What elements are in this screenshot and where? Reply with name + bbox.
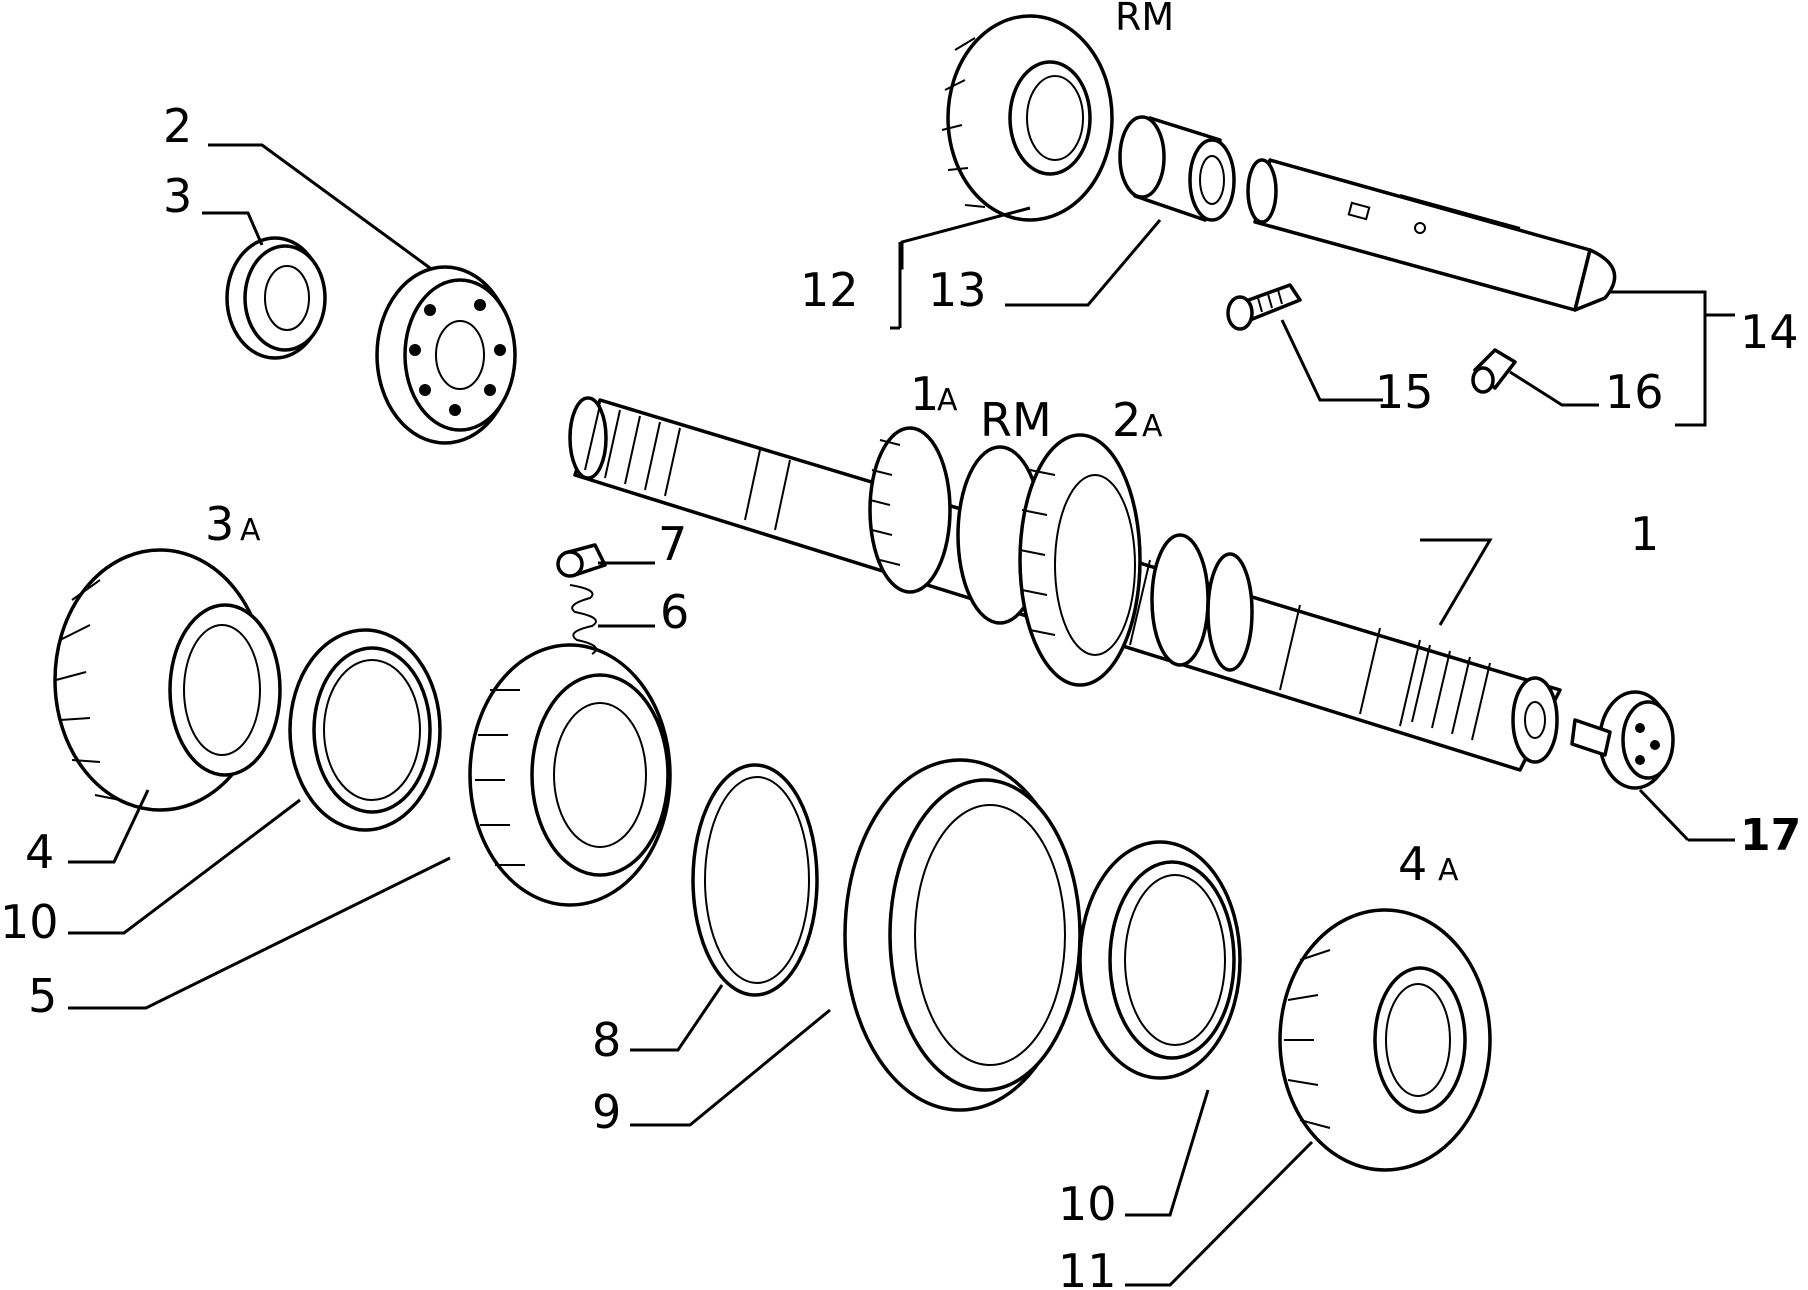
label-15: 15 <box>1375 365 1434 419</box>
bushing <box>1118 115 1236 222</box>
marker-rm-mid: RM <box>980 393 1052 447</box>
part-labels: 2 3 4 10 5 7 6 8 9 10 11 1 12 13 14 15 1… <box>0 99 1801 1290</box>
label-2: 2 <box>163 99 192 153</box>
seal-ring <box>225 236 327 360</box>
fourth-gear <box>1278 908 1492 1172</box>
label-11: 11 <box>1058 1244 1117 1290</box>
end-nut <box>1570 690 1675 790</box>
label-7: 7 <box>658 517 687 571</box>
marker-third-sub: A <box>240 513 261 548</box>
screw <box>1226 283 1302 331</box>
label-4: 4 <box>25 825 54 879</box>
synchro-ring-left <box>288 628 442 832</box>
label-9: 9 <box>592 1085 621 1139</box>
label-13: 13 <box>928 263 987 317</box>
marker-second-num: 2 <box>1112 393 1141 447</box>
label-1: 1 <box>1630 507 1659 561</box>
third-gear <box>53 548 282 812</box>
gear-markers: RM 1 A RM 2 A 3 A 4 A <box>205 0 1459 891</box>
label-10-left: 10 <box>0 895 59 949</box>
marker-fourth-sub: A <box>1438 853 1459 888</box>
synchro-ring-right <box>1078 840 1242 1080</box>
label-10-right: 10 <box>1058 1177 1117 1231</box>
label-6: 6 <box>660 585 689 639</box>
label-12: 12 <box>800 263 859 317</box>
label-16: 16 <box>1605 365 1664 419</box>
detent-spring <box>569 584 597 655</box>
leader-lines <box>68 143 1735 1287</box>
label-3: 3 <box>163 169 192 223</box>
marker-third-num: 3 <box>205 497 234 551</box>
detent-plunger <box>556 543 607 578</box>
label-17: 17 <box>1740 810 1801 861</box>
label-5: 5 <box>28 969 57 1023</box>
idler-shaft <box>1246 158 1617 312</box>
synchro-hub <box>468 643 672 907</box>
marker-first-sub: A <box>937 383 958 418</box>
main-shaft <box>568 396 1562 772</box>
label-14: 14 <box>1740 305 1799 359</box>
marker-second-sub: A <box>1142 409 1163 444</box>
snap-ring <box>691 763 819 997</box>
marker-rm-top: RM <box>1115 0 1174 39</box>
marker-fourth-num: 4 <box>1398 837 1427 891</box>
reverse-gear <box>941 14 1114 222</box>
marker-first-num: 1 <box>910 367 939 421</box>
label-8: 8 <box>592 1013 621 1067</box>
sliding-sleeve <box>843 758 1082 1112</box>
ball-bearing <box>375 265 517 445</box>
pin <box>1471 348 1517 394</box>
